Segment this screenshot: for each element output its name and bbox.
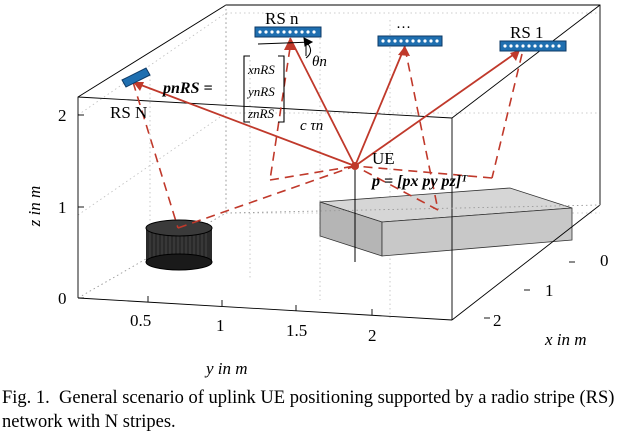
grid-lines — [77, 12, 600, 318]
rs-1-label: RS 1 — [510, 23, 544, 42]
tick-marks — [78, 114, 575, 319]
ue-label: UE — [372, 149, 395, 168]
ue-marker — [351, 162, 359, 170]
arrowheads — [133, 38, 520, 91]
obstacle-box — [319, 187, 573, 257]
x-tick-2: 2 — [493, 311, 502, 330]
y-tick-1.5: 1.5 — [286, 321, 307, 340]
rs-middle-stripe — [377, 35, 443, 47]
rs-position-y: ynRS — [246, 84, 275, 99]
reflected-paths — [132, 47, 523, 229]
y-tick-2: 2 — [368, 326, 377, 345]
angle-annotation — [257, 37, 314, 59]
y-tick-0.5: 0.5 — [130, 311, 151, 330]
x-tick-1: 1 — [545, 281, 554, 300]
figure-caption: Fig. 1. General scenario of uplink UE po… — [2, 388, 620, 432]
rs-n-label: RS n — [265, 9, 299, 28]
direct-paths — [132, 37, 521, 167]
matrix-bracket-left — [243, 55, 250, 123]
rs-position-x: xnRS — [247, 62, 275, 77]
rs-position-lhs: pnRS = — [161, 80, 213, 97]
bounding-box — [77, 4, 601, 321]
rs-n-stripe — [254, 26, 322, 38]
distance-label: c τn — [300, 118, 323, 134]
y-tick-1: 1 — [216, 316, 225, 335]
x-axis-label: x in m — [544, 330, 587, 349]
rs-1-stripe — [499, 40, 567, 52]
angle-label: θn — [312, 54, 327, 70]
position-vector-label: p = [px py pz]ᵀ — [370, 173, 468, 190]
scenario-figure: RS n ··· RS 1 RS N θn c τn UE p = [px py… — [25, 4, 609, 378]
z-tick-1: 1 — [58, 198, 67, 217]
y-axis-label: y in m — [204, 359, 248, 378]
rs-position-z: znRS — [247, 106, 275, 121]
x-tick-0: 0 — [600, 251, 609, 270]
z-axis-label: z in m — [25, 186, 44, 228]
rs-N-stripe — [121, 67, 151, 88]
rs-dots-label: ··· — [396, 20, 411, 36]
rs-N-label: RS N — [110, 103, 147, 122]
z-tick-2: 2 — [58, 106, 67, 125]
matrix-bracket-right — [278, 55, 285, 123]
z-tick-0: 0 — [58, 289, 67, 308]
